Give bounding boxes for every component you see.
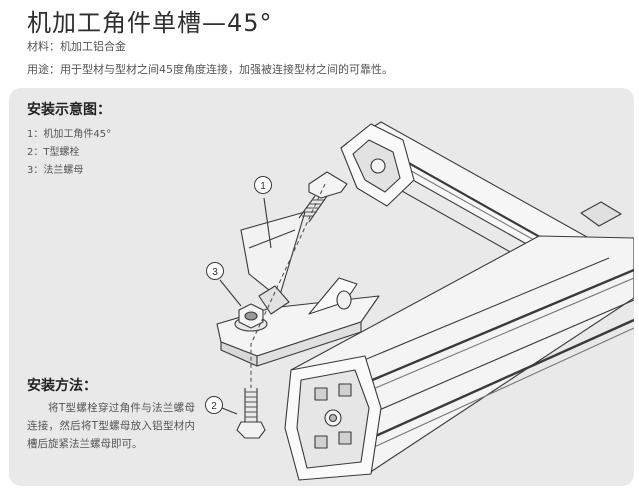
svg-text:2: 2 (211, 401, 217, 412)
callout-1: 1 (254, 176, 272, 194)
installation-diagram-heading: 安装示意图： (27, 102, 111, 118)
svg-text:1: 1 (260, 181, 266, 192)
parts-list-item: 1：机加工角件45° (27, 129, 112, 140)
t-bolt-bottom (236, 388, 266, 439)
lower-aluminum-profile (284, 235, 634, 481)
corner-bracket-45 (216, 211, 380, 367)
installation-diagram: 1 3 2 (205, 121, 634, 481)
usage-text: 用途：用于型材与型材之间45度角度连接，加强被连接型材之间的可靠性。 (27, 63, 393, 76)
flange-nut (234, 303, 268, 332)
installation-method-heading: 安装方法： (27, 378, 97, 394)
t-bolt-top (298, 171, 348, 223)
parts-list: 1：机加工角件45° 2：T型螺栓 3：法兰螺母 (27, 126, 111, 180)
installation-method-text: 将T型螺栓穿过角件与法兰螺母连接，然后将T型螺母放入铝型材内槽后旋紧法兰螺母即可… (27, 402, 195, 450)
parts-list-item: 3：法兰螺母 (27, 165, 84, 176)
callout-2: 2 (205, 396, 223, 414)
page-title: 机加工角件单槽—45° (27, 9, 273, 37)
parts-list-item: 2：T型螺栓 (27, 147, 80, 158)
callout-3: 3 (206, 262, 224, 280)
svg-text:3: 3 (212, 267, 218, 278)
material-text: 材料：机加工铝合金 (27, 40, 126, 53)
installation-diagram-panel: 1 3 2 安装示意图： 1：机加工角件45° 2：T型螺栓 3：法兰螺母 安装… (9, 88, 634, 486)
